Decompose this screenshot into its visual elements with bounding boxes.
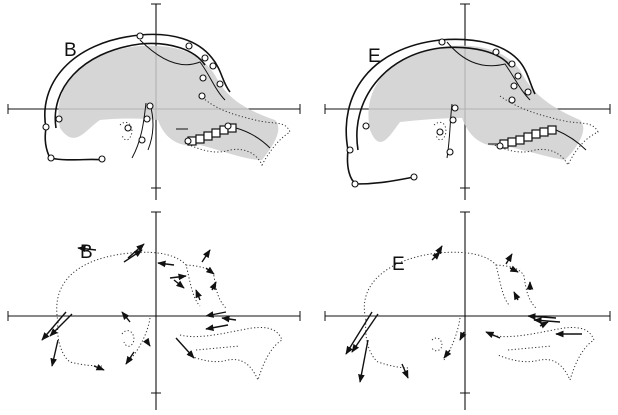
displacement-arrow-icon <box>346 246 582 382</box>
panel-bottom-left: B <box>8 212 300 410</box>
panel-label-bottom-right: E <box>392 254 405 275</box>
panel-top-left: B <box>8 4 300 200</box>
panel-label-top-left: B <box>64 40 77 61</box>
panel-top-right: E <box>325 4 610 200</box>
panel-label-bottom-left: B <box>80 242 93 263</box>
skull-outline-icon <box>45 34 290 165</box>
panel-bottom-right: E <box>325 212 610 410</box>
panel-label-top-right: E <box>368 46 381 67</box>
displacement-arrow-icon <box>42 244 236 370</box>
skull-outline-icon <box>346 39 598 184</box>
